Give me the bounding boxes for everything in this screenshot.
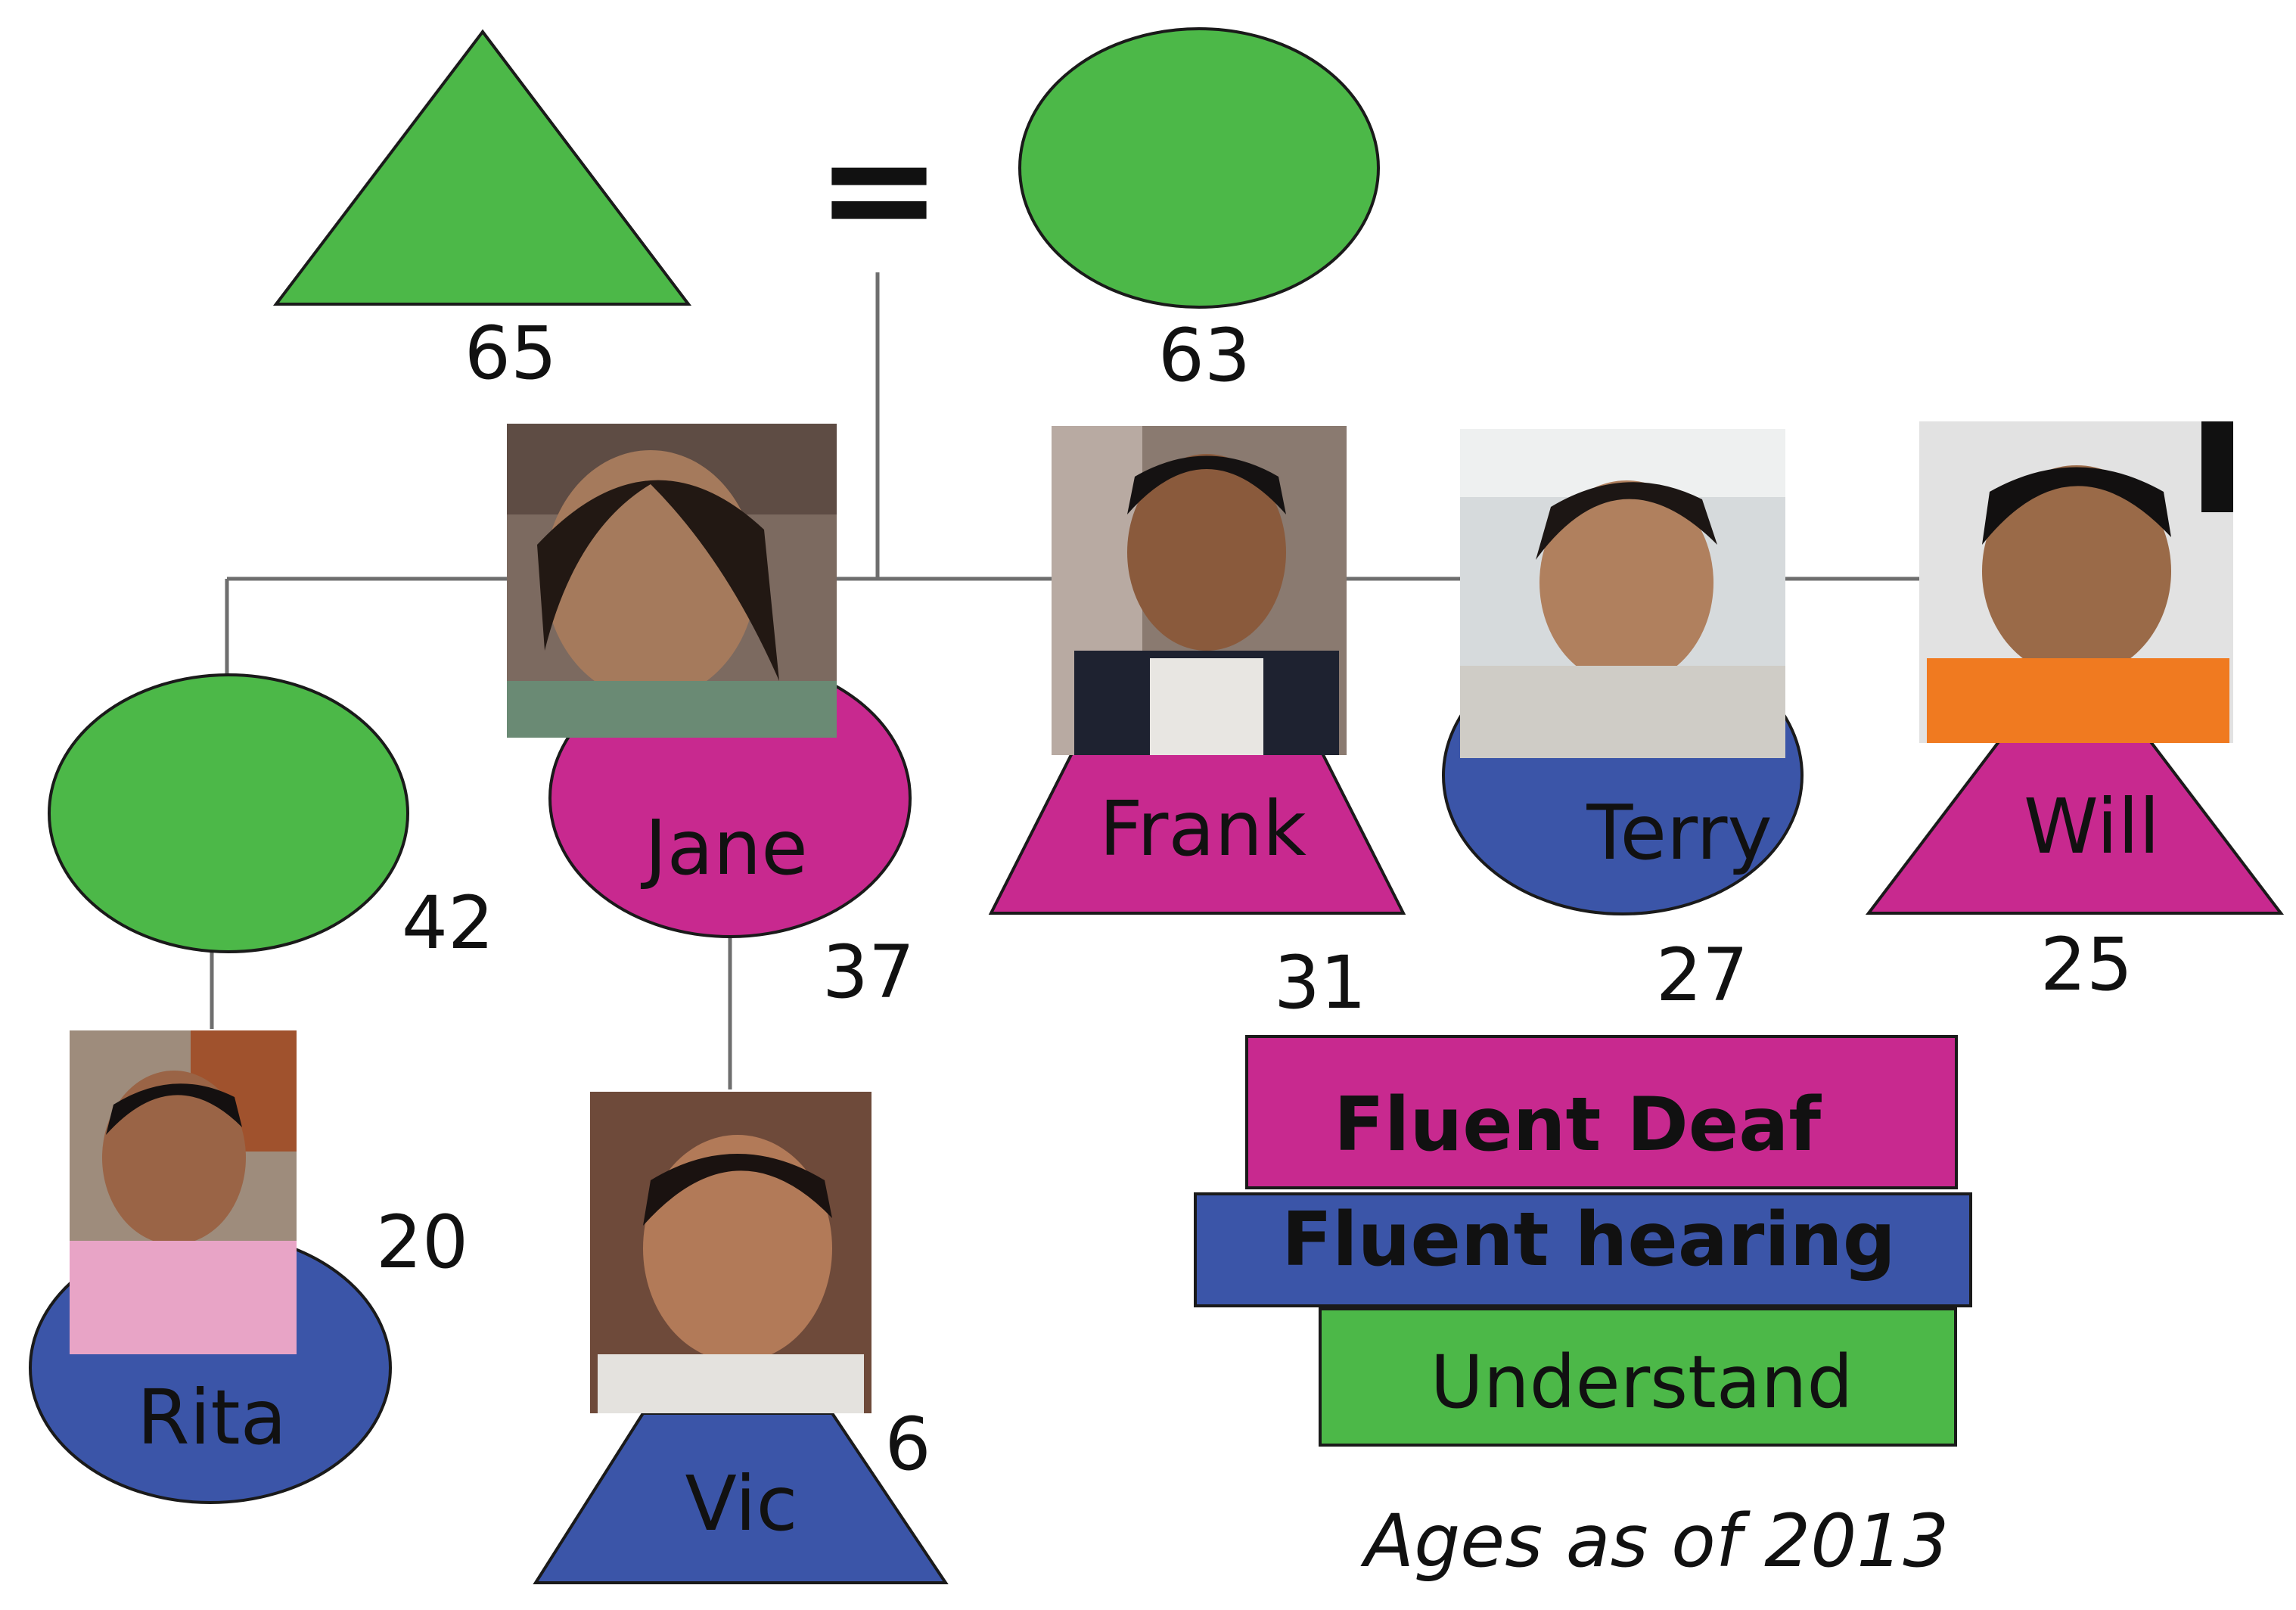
photo-frank: [1052, 426, 1347, 755]
photo-vic: [590, 1092, 871, 1413]
grandmother-age: 63: [1158, 313, 1251, 398]
photo-jane: [507, 424, 837, 738]
will-age: 25: [2040, 922, 2133, 1007]
ages-footnote: Ages as of 2013: [1360, 1499, 1950, 1584]
legend-swatch-fluent-hearing: [1194, 1192, 1972, 1307]
rita-age: 20: [376, 1200, 468, 1285]
legend-swatch-fluent-deaf: [1245, 1035, 1958, 1189]
unnamed-daughter-circle: [48, 673, 409, 953]
terry-name: Terry: [1586, 788, 1772, 877]
legend-label-understand: Understand: [1431, 1340, 1853, 1425]
photo-terry: [1460, 429, 1785, 758]
grandfather-triangle: [272, 29, 692, 306]
photo-rita: [70, 1030, 297, 1354]
terry-age: 27: [1656, 933, 1748, 1018]
grandfather-age: 65: [464, 311, 557, 396]
vic-name: Vic: [685, 1459, 798, 1548]
frank-age: 31: [1274, 940, 1366, 1025]
vic-age: 6: [884, 1402, 931, 1487]
jane-name: Jane: [640, 803, 808, 892]
jane-age: 37: [822, 930, 915, 1015]
legend-label-fluent-deaf: Fluent Deaf: [1334, 1082, 1822, 1168]
marriage-symbol: =: [816, 101, 943, 277]
legend-label-fluent-hearing: Fluent hearing: [1282, 1197, 1896, 1283]
legend: Fluent Deaf Fluent hearing Understand: [1194, 1035, 1972, 1447]
photo-will: [1919, 421, 2233, 743]
legend-swatch-understand: [1319, 1307, 1957, 1447]
unnamed-daughter-age: 42: [402, 881, 494, 965]
grandmother-circle: [1018, 27, 1380, 309]
rita-name: Rita: [137, 1373, 287, 1462]
will-name: Will: [2024, 782, 2160, 871]
frank-name: Frank: [1099, 785, 1306, 873]
